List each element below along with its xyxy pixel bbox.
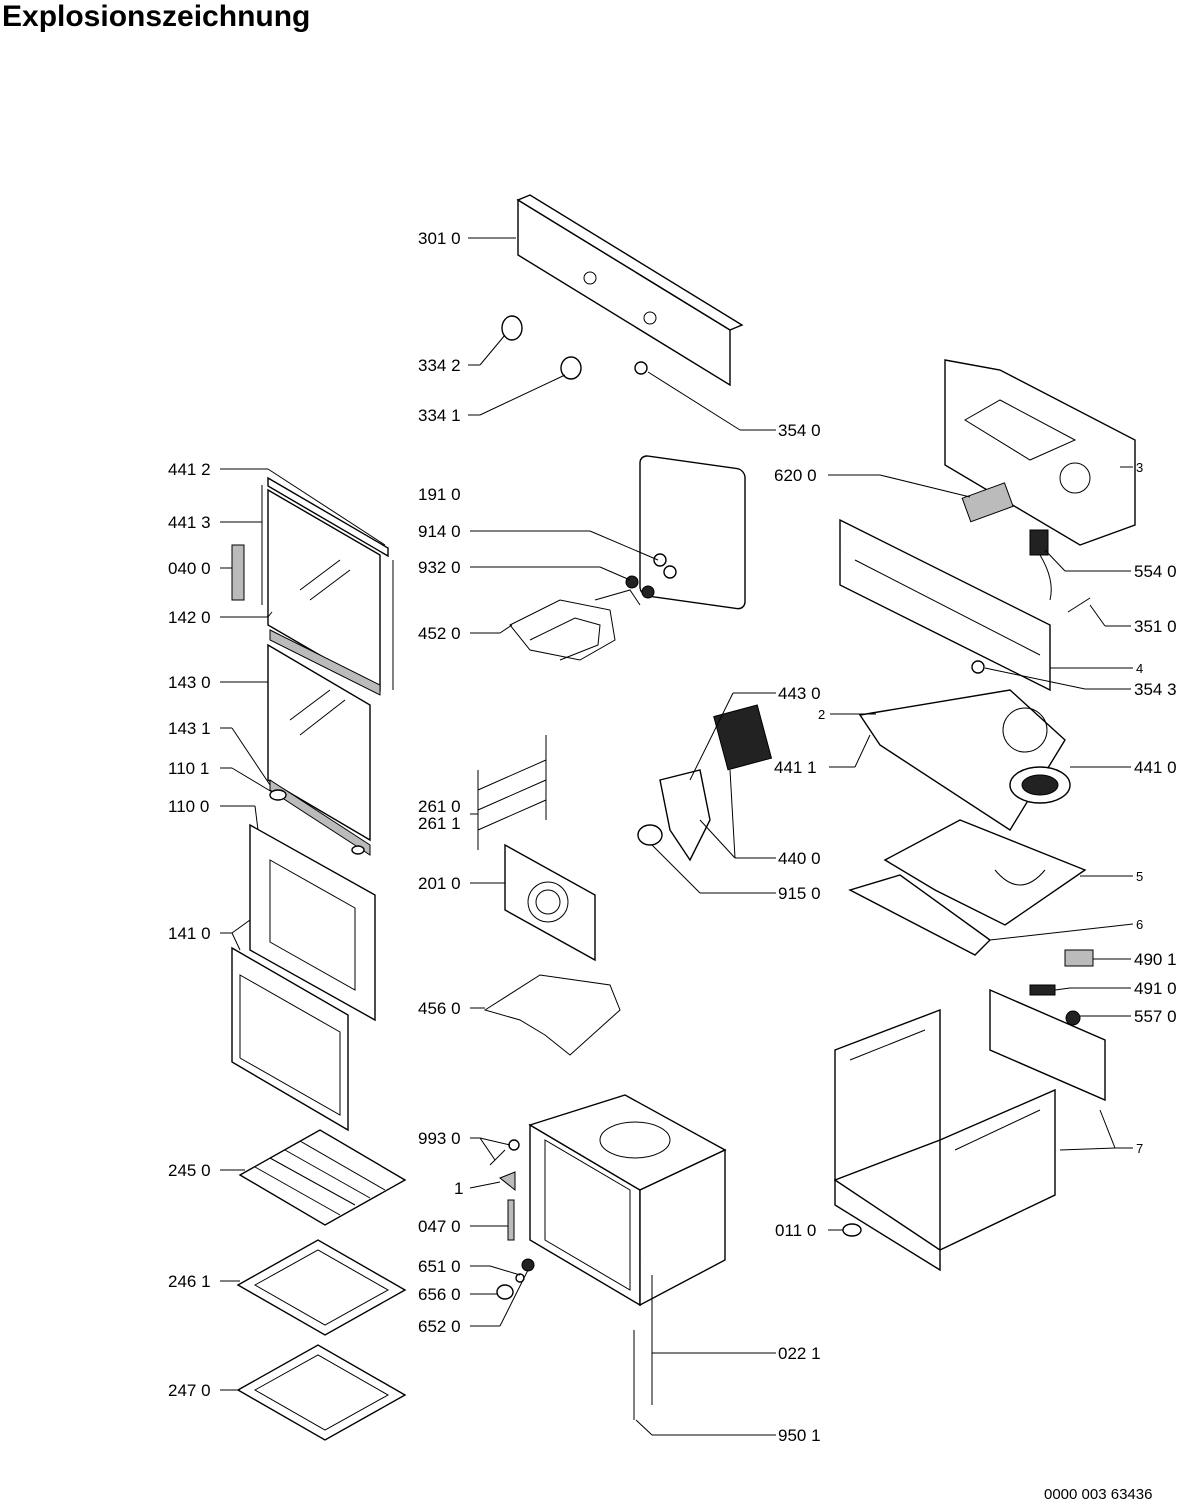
label-441-2: 441 2 (168, 460, 211, 479)
foot-part (842, 1223, 862, 1237)
label-354-3: 354 3 (1134, 680, 1177, 699)
label-554-0: 554 0 (1134, 562, 1177, 581)
page-title: Explosionszeichnung (2, 0, 311, 33)
label-261-1: 261 1 (418, 814, 461, 833)
label-191-0: 191 0 (418, 485, 461, 504)
label-443-0: 443 0 (778, 684, 821, 703)
label-4: 4 (1136, 661, 1143, 676)
grid-shelf-part (238, 1129, 407, 1226)
door-gasket-part (639, 455, 746, 610)
label-993-0: 993 0 (418, 1129, 461, 1148)
label-656-0: 656 0 (418, 1285, 461, 1304)
label-490-1: 490 1 (1134, 950, 1177, 969)
label-040-0: 040 0 (168, 559, 211, 578)
cooling-fan-part (637, 704, 773, 862)
label-557-0: 557 0 (1134, 1007, 1177, 1026)
seal-strip-part (633, 1275, 653, 1420)
label-301-0: 301 0 (418, 229, 461, 248)
label-5: 5 (1136, 869, 1143, 884)
glass-pane-part (267, 643, 371, 842)
label-245-0: 245 0 (168, 1161, 211, 1180)
document-number: 0000 003 63436 (1044, 1486, 1153, 1503)
label-351-0: 351 0 (1134, 617, 1177, 636)
label-651-0: 651 0 (418, 1257, 461, 1276)
label-3: 3 (1136, 460, 1143, 475)
label-022-1: 022 1 (778, 1344, 821, 1363)
label-452-0: 452 0 (418, 624, 461, 643)
knob-part (501, 315, 648, 380)
label-915-0: 915 0 (778, 884, 821, 903)
top-housing-part (944, 359, 1136, 546)
upper-plate-part (858, 689, 1066, 831)
bottom-element-part (483, 974, 621, 1056)
outer-door-part (231, 823, 376, 1132)
label-246-1: 246 1 (168, 1272, 211, 1291)
outer-casing-part (834, 988, 1106, 1272)
label-7: 7 (1136, 1141, 1143, 1156)
fan-cover-part (504, 843, 596, 962)
control-panel-part (516, 194, 744, 387)
front-frame-part (839, 518, 1051, 692)
label-932-0: 932 0 (418, 558, 461, 577)
leader-lines (220, 237, 1134, 1436)
side-rack-part (477, 735, 547, 850)
label-110-0: 110 0 (168, 797, 209, 816)
label-950-1: 950 1 (778, 1426, 821, 1445)
pin-part (1067, 597, 1091, 613)
door-strip-part (269, 629, 381, 856)
grill-element-part (509, 553, 677, 661)
label-456-0: 456 0 (418, 999, 461, 1018)
label-334-2: 334 2 (418, 356, 461, 375)
door-frame-part (261, 476, 394, 692)
label-143-0: 143 0 (168, 673, 211, 692)
label-620-0: 620 0 (774, 466, 817, 485)
label-2: 2 (818, 707, 825, 722)
label-334-1: 334 1 (418, 406, 461, 425)
label-011-0: 011 0 (775, 1221, 816, 1240)
baking-tray-part (236, 1239, 407, 1336)
label-441-1: 441 1 (774, 758, 817, 777)
part-labels: 301 0 334 2 334 1 354 0 441 2 441 3 040 … (168, 229, 1177, 1445)
label-440-0: 440 0 (778, 849, 821, 868)
label-143-1: 143 1 (168, 719, 211, 738)
label-441-0: 441 0 (1134, 758, 1177, 777)
oven-cavity-part (528, 1094, 727, 1307)
label-142-0: 142 0 (168, 608, 211, 627)
label-441-3: 441 3 (168, 513, 211, 532)
thermostat-part (1029, 529, 1052, 601)
fan-motor-part (1009, 766, 1071, 804)
heat-shield-part (883, 819, 1087, 926)
label-141-0: 141 0 (168, 924, 211, 943)
label-652-0: 652 0 (418, 1317, 461, 1336)
label-047-0: 047 0 (418, 1217, 461, 1236)
hinge-part (231, 544, 245, 601)
label-354-0: 354 0 (778, 421, 821, 440)
label-201-0: 201 0 (418, 874, 461, 893)
label-261-0: 261 0 (418, 797, 461, 816)
switch-part (961, 482, 1014, 523)
label-6: 6 (1136, 917, 1143, 932)
label-110-1: 110 1 (168, 759, 209, 778)
label-491-0: 491 0 (1134, 979, 1177, 998)
label-1: 1 (454, 1179, 463, 1198)
screw-part (489, 1139, 535, 1300)
label-247-0: 247 0 (168, 1381, 211, 1400)
deep-tray-part (236, 1344, 407, 1441)
label-914-0: 914 0 (418, 522, 461, 541)
